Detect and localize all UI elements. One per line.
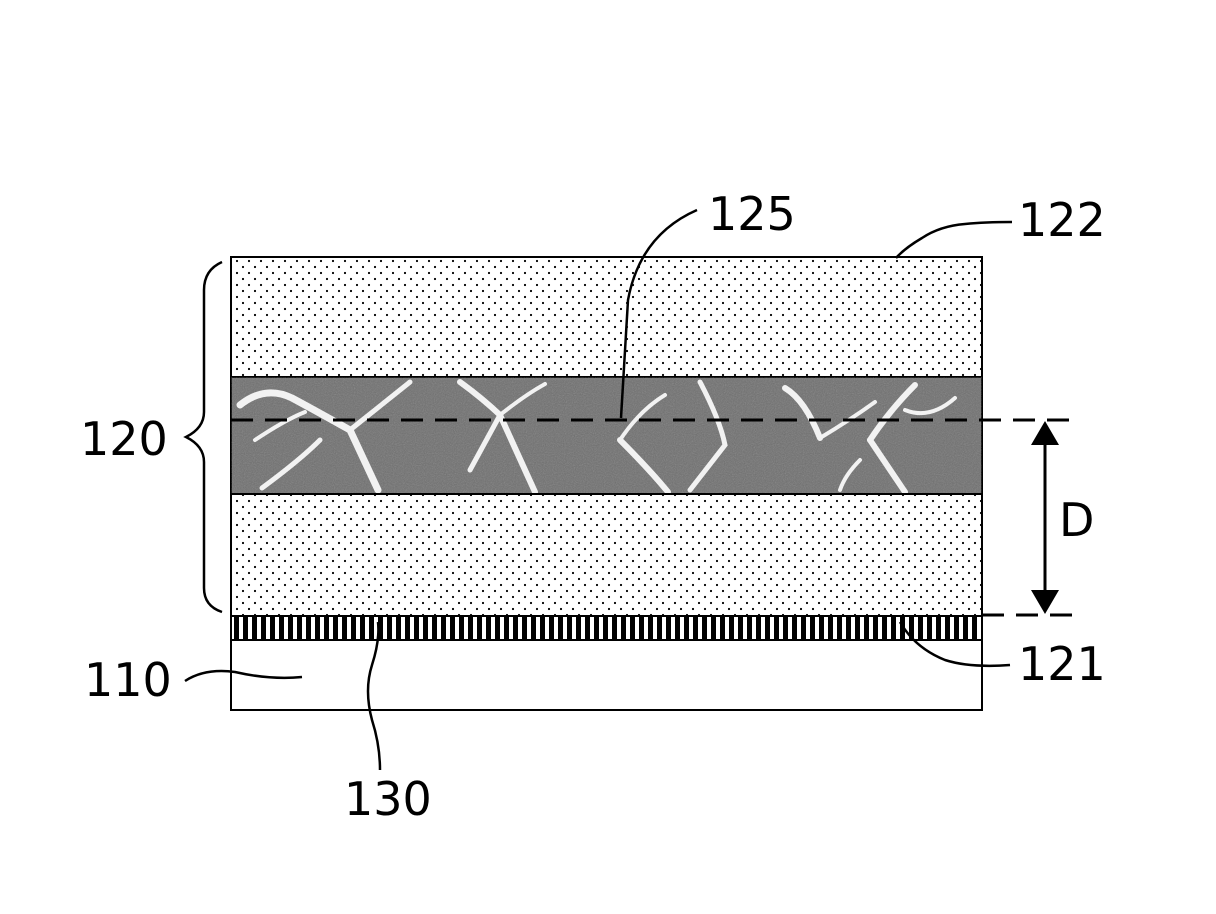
striped-interface-layer [231,616,982,640]
label-d: D [1059,493,1094,547]
label-130: 130 [344,772,432,826]
label-121: 121 [1018,637,1106,691]
label-120: 120 [80,412,168,466]
leader-122 [896,222,1012,258]
label-122: 122 [1018,193,1106,247]
label-110: 110 [84,653,172,707]
dimension-arrow [1031,421,1059,614]
top-dotted-layer [231,257,982,377]
stack-brace [186,262,222,612]
porous-middle-layer [231,377,982,494]
lower-dotted-layer [231,494,982,616]
substrate [231,640,982,710]
label-125: 125 [708,187,796,241]
